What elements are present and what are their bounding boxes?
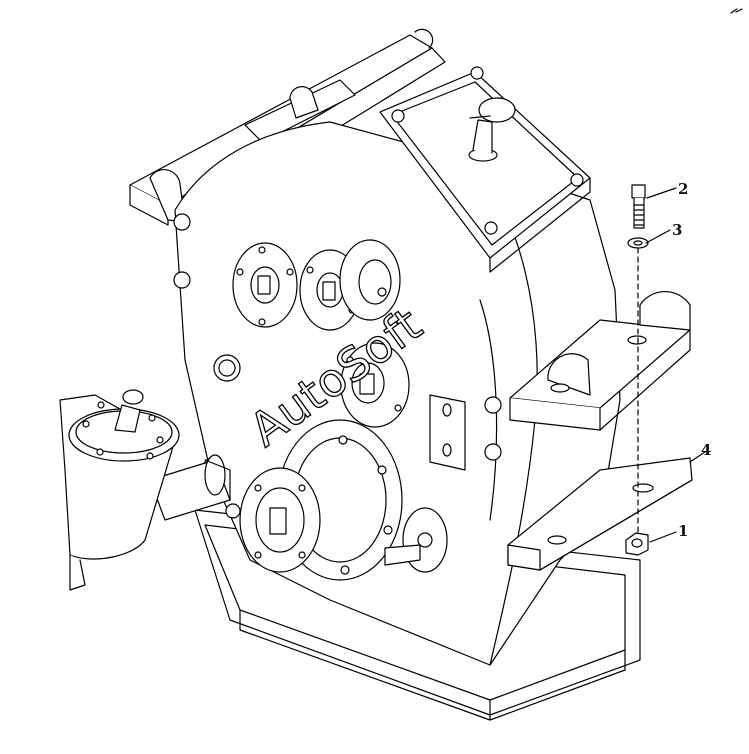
fastener-bolt	[631, 184, 646, 229]
mounting-bracket-lower	[507, 457, 693, 571]
fastener-washer	[627, 237, 649, 249]
housing-bolts	[173, 213, 502, 519]
callout-3: 3	[672, 221, 682, 239]
side-flange-right	[384, 507, 448, 573]
callout-4: 4	[701, 441, 711, 459]
fastener-nut	[625, 532, 649, 556]
oil-pipe	[149, 454, 231, 521]
corner-mark	[730, 8, 743, 14]
mounting-bracket-upper	[509, 291, 691, 431]
leader-4	[689, 451, 706, 463]
callout-2: 2	[678, 180, 688, 198]
oil-filter	[59, 389, 180, 591]
breather-cap	[468, 97, 516, 162]
lower-output-flange	[239, 467, 321, 573]
callout-1: 1	[678, 522, 688, 540]
leader-2	[646, 187, 677, 199]
middle-flange	[340, 342, 410, 428]
upper-flange-left	[232, 242, 298, 328]
top-cover-plate	[379, 66, 591, 273]
leader-1	[649, 531, 677, 543]
leader-3	[645, 229, 671, 244]
callout-leaders	[645, 187, 706, 543]
upper-flange-right	[339, 239, 401, 321]
sight-plate	[429, 394, 466, 471]
